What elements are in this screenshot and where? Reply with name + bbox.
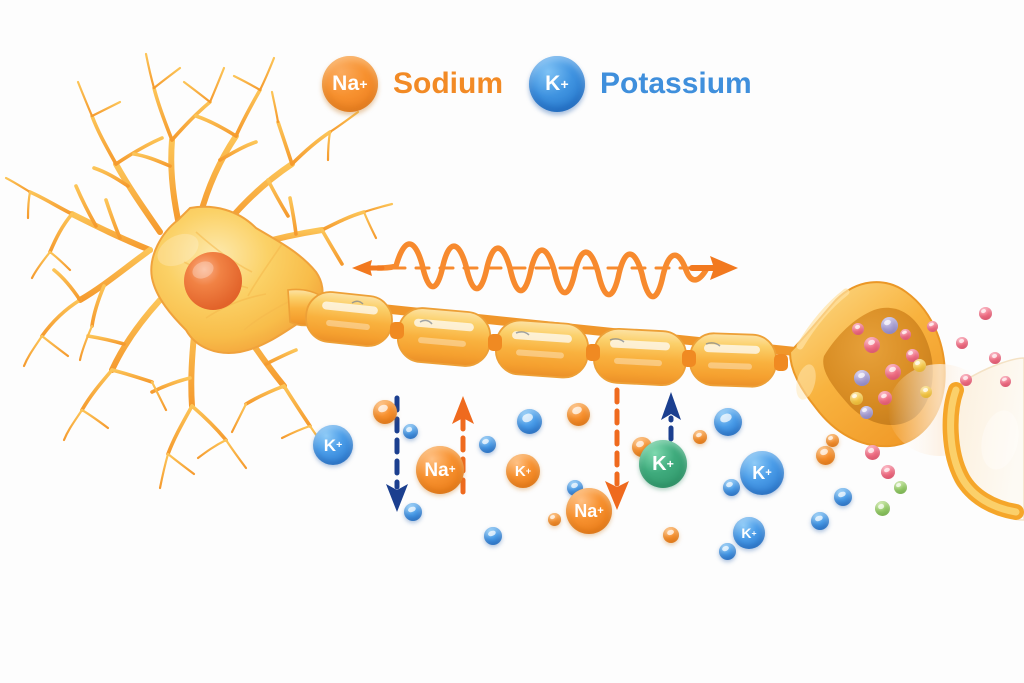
- myelinated-axon: [287, 288, 805, 388]
- ion-k-5: K+: [733, 517, 765, 549]
- small-ion-blue: [834, 488, 852, 506]
- sodium-ion-sphere-icon: Na+: [322, 56, 378, 112]
- small-ion-orange: [547, 512, 561, 526]
- legend-label-potassium: Potassium: [600, 67, 752, 100]
- small-ion-blue: [722, 478, 740, 496]
- small-ion-blue: [484, 527, 502, 545]
- action-potential-wave: [352, 241, 738, 300]
- legend-label-sodium: Sodium: [393, 67, 503, 100]
- small-ion-orange: [815, 445, 835, 465]
- wave-path: [375, 241, 709, 300]
- small-ion-orange: [373, 400, 397, 424]
- legend-item-potassium: K+ Potassium: [529, 56, 778, 112]
- myelin-segment: [396, 307, 492, 367]
- ion-symbol: K: [652, 453, 667, 475]
- vesicle: [878, 391, 892, 405]
- vesicle: [880, 316, 898, 334]
- vesicle: [912, 358, 926, 372]
- small-ion-greendot: [893, 480, 907, 494]
- ion-symbol: K: [752, 463, 766, 483]
- ion-k-4: K+: [740, 451, 784, 495]
- soma-cell-body: [150, 205, 324, 354]
- ion-k-2: K+: [506, 454, 540, 488]
- ion-symbol: K: [323, 435, 337, 455]
- myelin-segment: [592, 327, 688, 387]
- ion-na-1: Na+: [416, 446, 464, 494]
- na-influx-arrow: [605, 387, 629, 510]
- vesicle: [852, 323, 864, 335]
- k-influx-arrow: [386, 395, 408, 512]
- potassium-ion-sphere-icon: K+: [529, 56, 585, 112]
- legend-item-sodium: Na+ Sodium: [322, 56, 529, 112]
- small-ion-orange: [693, 430, 707, 444]
- legend: Na+ Sodium K+ Potassium: [322, 56, 778, 112]
- small-ion-blue: [714, 408, 742, 436]
- potassium-symbol: K: [545, 72, 561, 95]
- ion-symbol: Na: [424, 459, 449, 481]
- myelin-segment: [689, 332, 777, 388]
- vesicle: [978, 306, 992, 320]
- myelin-segment: [305, 291, 393, 347]
- na-efflux-arrow: [452, 396, 474, 495]
- small-ion-pinkdot: [864, 444, 880, 460]
- vesicle: [905, 348, 919, 362]
- ion-symbol: Na: [574, 501, 598, 521]
- small-ion-blue: [718, 542, 736, 560]
- small-ion-blue: [516, 408, 542, 434]
- myelin-segment: [494, 319, 590, 379]
- small-ion-blue: [404, 503, 422, 521]
- small-ion-orange: [825, 433, 839, 447]
- vesicle: [920, 386, 932, 398]
- node-of-ranvier: [390, 322, 788, 371]
- vesicle: [849, 391, 863, 405]
- ion-symbol: K: [514, 462, 526, 480]
- vesicle: [926, 320, 938, 332]
- vesicle: [885, 364, 901, 380]
- small-ion-blue: [478, 435, 496, 453]
- small-ion-blue: [811, 512, 829, 530]
- vesicle: [899, 328, 911, 340]
- ion-symbol: K: [741, 525, 752, 541]
- ion-na-2: Na+: [566, 488, 612, 534]
- ion-k-1: K+: [313, 425, 353, 465]
- vesicle: [854, 370, 870, 386]
- small-ion-blue: [402, 423, 418, 439]
- small-ion-orange: [663, 527, 679, 543]
- small-ion-pinkdot: [881, 465, 895, 479]
- small-ion-greendot: [874, 500, 890, 516]
- small-ion-orange: [566, 402, 590, 426]
- postsynaptic-dendrite: [942, 357, 1024, 521]
- vesicle: [999, 375, 1011, 387]
- nucleus: [184, 252, 242, 310]
- ion-k-3: K+: [639, 440, 687, 488]
- wave-right-arrowhead: [710, 256, 738, 280]
- vesicle: [989, 352, 1001, 364]
- vesicle: [859, 405, 873, 419]
- vesicle: [864, 337, 880, 353]
- vesicle: [956, 337, 968, 349]
- wave-left-arrowhead: [352, 260, 372, 276]
- sodium-symbol: Na: [332, 72, 360, 95]
- vesicle: [960, 374, 972, 386]
